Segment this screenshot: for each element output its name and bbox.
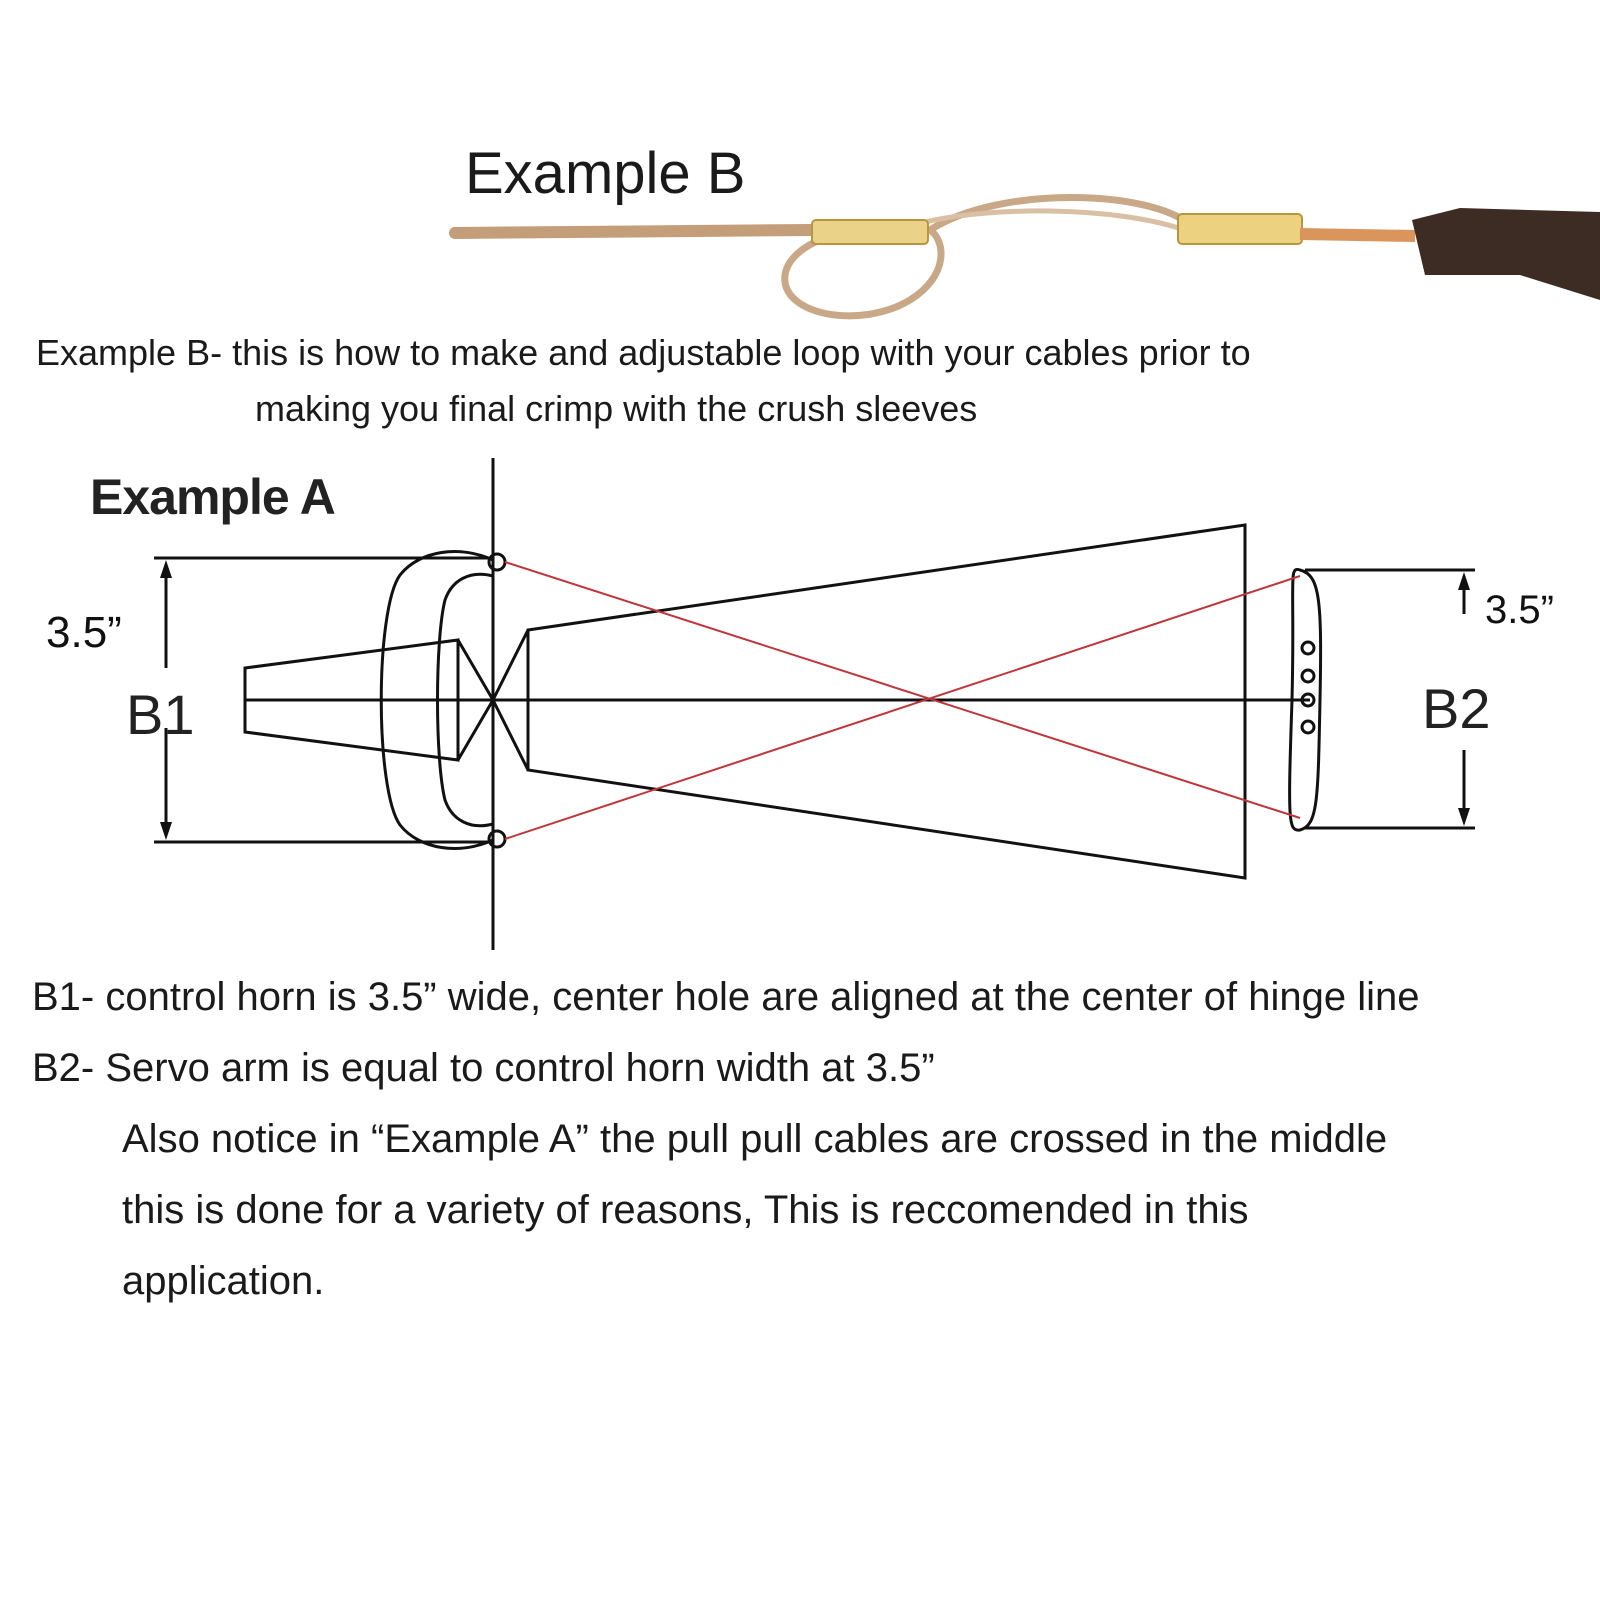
servo-hole-1 (1300, 640, 1316, 656)
dim-right-arrowhead-top (1458, 572, 1470, 590)
fuselage-outline (526, 523, 1247, 880)
example-b-caption-line2: making you final crimp with the crush sl… (255, 388, 978, 429)
example-a-diagram (154, 458, 1475, 950)
note-line3: Also notice in “Example A” the pull pull… (122, 1117, 1388, 1161)
dimension-right-label: 3.5” (1485, 588, 1554, 632)
crush-sleeve-left (811, 219, 929, 245)
note-b1: B1- control horn is 3.5” wide, center ho… (32, 975, 1420, 1019)
servo-hole-4 (1300, 719, 1316, 735)
cable-loop (781, 194, 1193, 320)
pull-cable-top-to-bottom (504, 561, 1301, 819)
dimension-left-label: 3.5” (46, 608, 122, 657)
dim-left-arrowhead-bottom (160, 822, 172, 840)
note-b2: B2- Servo arm is equal to control horn w… (32, 1046, 935, 1090)
servo-hole-3 (1300, 692, 1316, 708)
cable-left (449, 224, 816, 239)
fuselage-nose (491, 629, 530, 771)
cable-right (1299, 228, 1416, 242)
note-line4: this is done for a variety of reasons, T… (122, 1188, 1249, 1232)
control-horn-inner (436, 572, 494, 828)
dim-left-arrowhead-top (160, 560, 172, 578)
pull-cable-bottom-to-top (504, 575, 1301, 840)
example-b-illustration (449, 194, 1600, 320)
cable-end-connector (1412, 208, 1600, 300)
cable-loop-inner (909, 208, 1191, 235)
horn-hole-top (487, 552, 507, 572)
example-b-title: Example B (465, 141, 746, 206)
horn-hole-bottom (487, 829, 507, 849)
control-horn-outer (379, 550, 494, 850)
example-b-caption-line1: Example B- this is how to make and adjus… (36, 332, 1251, 373)
dim-right-arrowhead-bottom (1458, 808, 1470, 826)
servo-arm (1288, 567, 1323, 832)
b2-label: B2 (1422, 677, 1491, 740)
example-a-title: Example A (90, 469, 336, 525)
servo-hole-2 (1300, 668, 1316, 684)
note-line5: application. (122, 1259, 325, 1303)
b1-label: B1 (126, 683, 195, 746)
